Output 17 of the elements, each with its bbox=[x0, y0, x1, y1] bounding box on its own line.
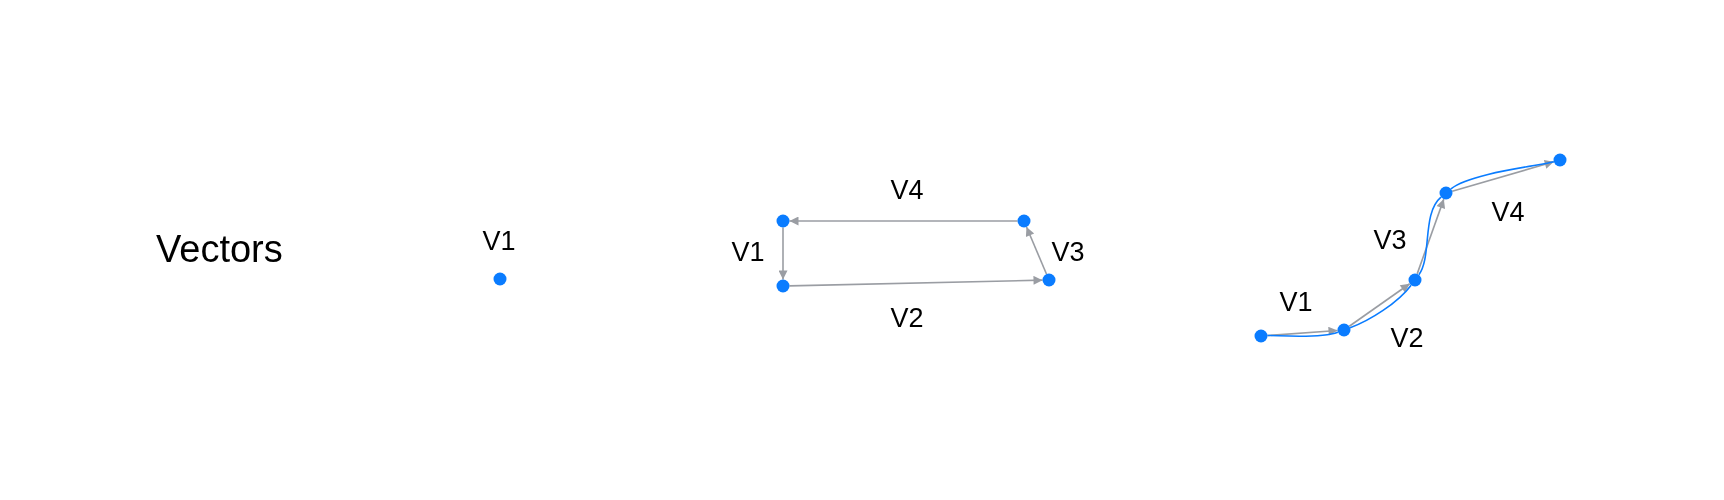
point-dot bbox=[1337, 323, 1351, 337]
curve-line bbox=[1266, 331, 1339, 338]
point-dot bbox=[493, 272, 507, 286]
arrow bbox=[788, 216, 1019, 226]
point-dot bbox=[1408, 273, 1422, 287]
point-dot bbox=[1553, 153, 1567, 167]
arrow bbox=[778, 226, 788, 281]
point-dot bbox=[776, 279, 790, 293]
point-dot bbox=[776, 214, 790, 228]
point-dot bbox=[1017, 214, 1031, 228]
arrow bbox=[1025, 226, 1048, 275]
point-dot bbox=[1439, 186, 1453, 200]
point-label: V1 bbox=[482, 227, 516, 255]
point-dot bbox=[1042, 273, 1056, 287]
diagram-title: Vectors bbox=[156, 230, 283, 268]
arrow bbox=[788, 275, 1044, 287]
point-dot bbox=[1254, 329, 1268, 343]
